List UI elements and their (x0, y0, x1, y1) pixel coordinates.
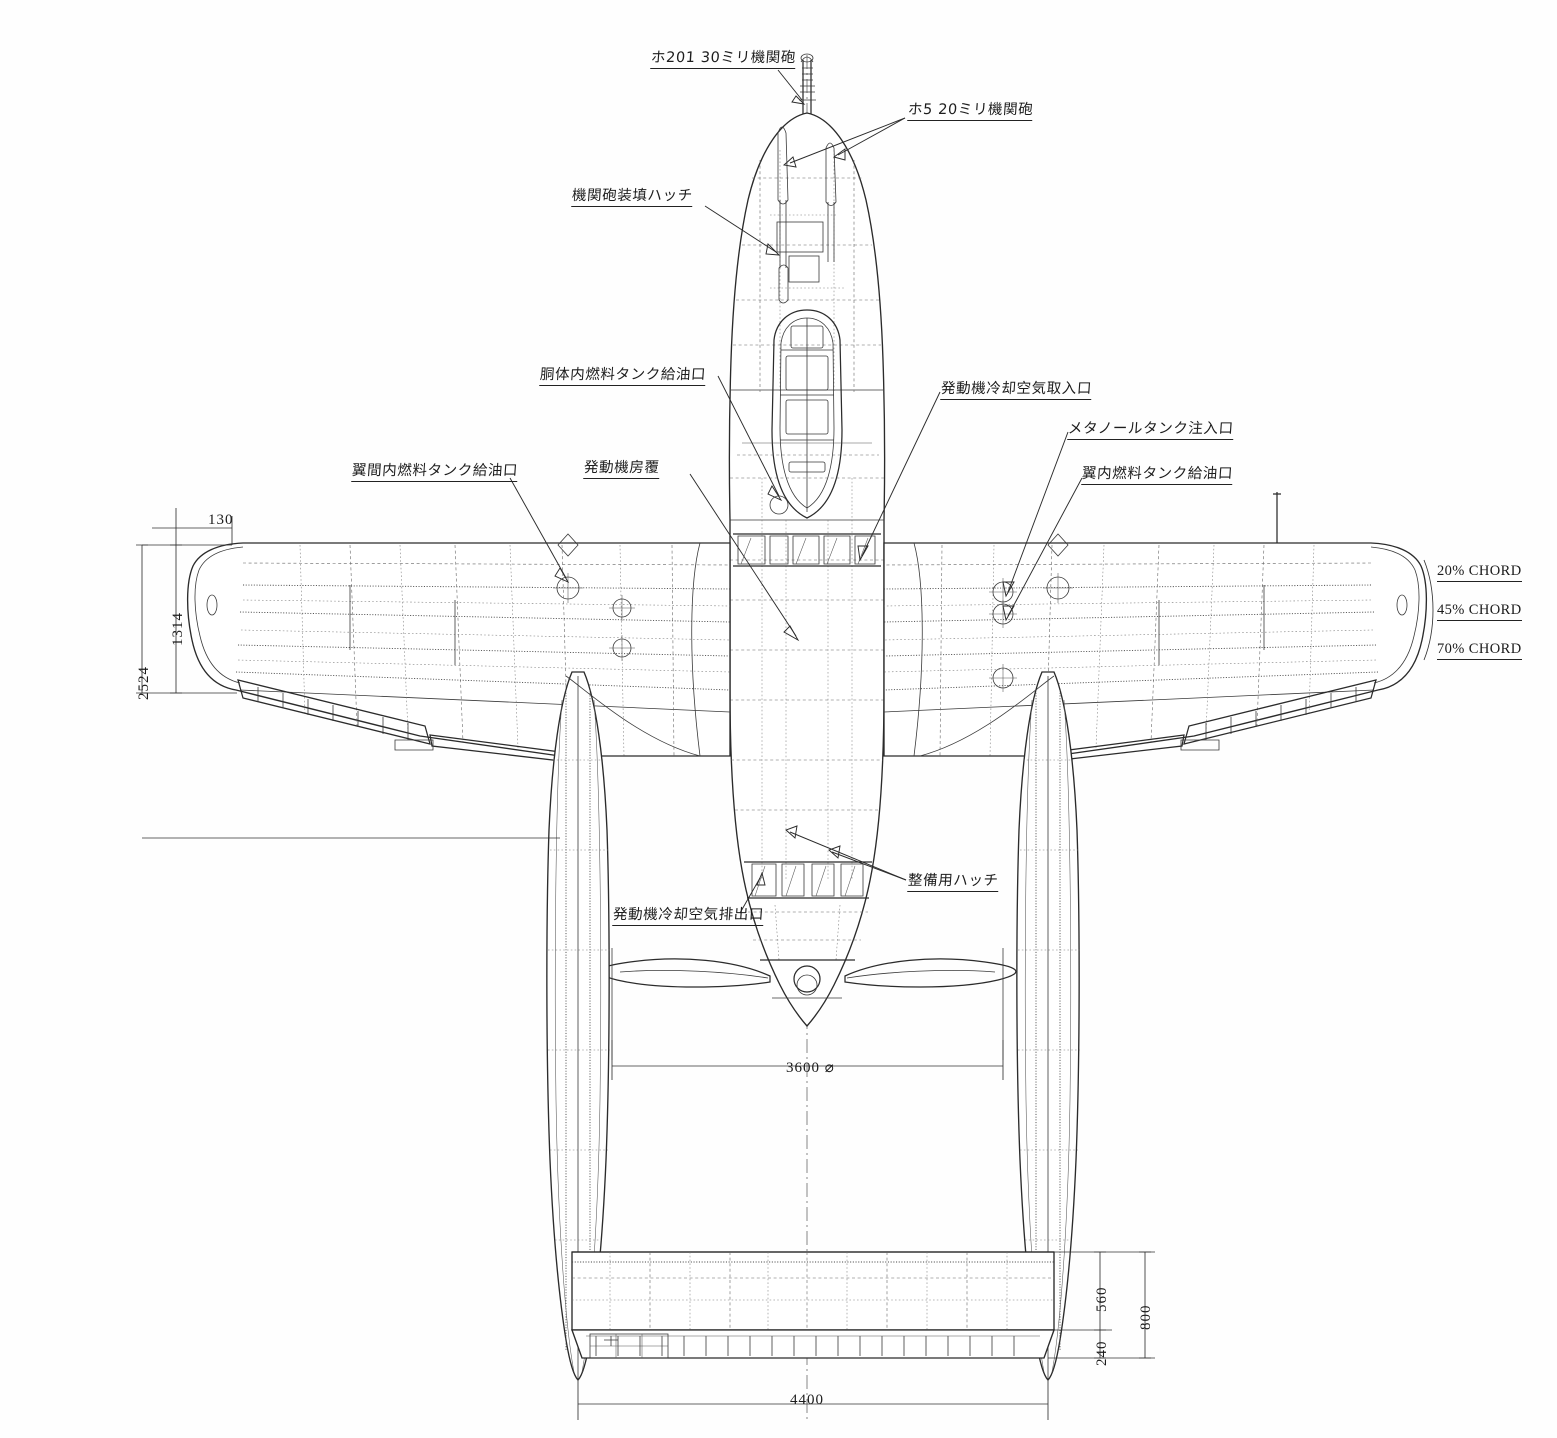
filler-marker-left-1 (553, 533, 583, 603)
dimension-800: 800 (1138, 1304, 1154, 1331)
callout-engine-cooling-exhaust: 発動機冷却空気排出口 (612, 903, 765, 926)
dimension-lines (136, 508, 1155, 1420)
left-wing (186, 542, 731, 763)
chord-station-70: 70% CHORD (1437, 641, 1522, 660)
fuselage-mid-panels (730, 442, 884, 880)
callout-fuselage-fuel-filler: 胴体内燃料タンク給油口 (539, 363, 707, 386)
dimension-2524: 2524 (136, 666, 152, 700)
horizontal-tailplane (571, 1251, 1055, 1359)
callout-cannon-load-hatch: 機関砲装填ハッチ (571, 184, 694, 207)
propeller-hub (760, 959, 855, 999)
dimension-1314: 1314 (170, 612, 186, 646)
callout-service-hatch: 整備用ハッチ (907, 869, 1000, 892)
right-wing (883, 492, 1428, 763)
callout-wing-fuel-filler: 翼内燃料タンク給油口 (1081, 462, 1234, 485)
right-tail-boom (1016, 671, 1080, 1381)
filler-marker-left-3 (609, 635, 635, 661)
filler-marker-right-1 (1043, 533, 1073, 603)
callout-engine-cooling-intake: 発動機冷却空気取入口 (940, 377, 1093, 400)
callout-engine-cowling: 発動機房覆 (583, 456, 661, 479)
callout-ho201-cannon: ホ201 30ミリ機関砲 (650, 46, 797, 69)
cockpit-canopy (771, 309, 843, 519)
dimension-240: 240 (1094, 1340, 1110, 1367)
fuel-filler-markers (553, 533, 1073, 692)
engine-cooling-exhaust-louvers (744, 861, 872, 961)
filler-marker-right-3 (989, 600, 1017, 628)
fuselage-outline (728, 112, 886, 1028)
filler-marker-right-4 (989, 664, 1017, 692)
dimension-4400: 4400 (790, 1392, 824, 1408)
callout-methanol-tank-filler: メタノールタンク注入口 (1067, 417, 1235, 440)
filler-marker-left-2 (609, 595, 635, 621)
dimension-560: 560 (1094, 1286, 1110, 1313)
chord-station-bracket (1423, 559, 1434, 661)
callout-wing-root-fuel-filler: 翼間内燃料タンク給油口 (351, 459, 519, 482)
chord-station-45: 45% CHORD (1437, 602, 1522, 621)
boom-wing-fairings (565, 675, 1055, 757)
dimension-130: 130 (208, 512, 234, 528)
chord-station-20: 20% CHORD (1437, 563, 1522, 582)
callout-ho5-cannon: ホ5 20ミリ機関砲 (907, 98, 1035, 121)
dimension-3600-prop-diameter: 3600 ⌀ (786, 1060, 835, 1076)
engine-cooling-intake-louvers (733, 533, 881, 567)
callout-leader-lines (509, 69, 1083, 914)
